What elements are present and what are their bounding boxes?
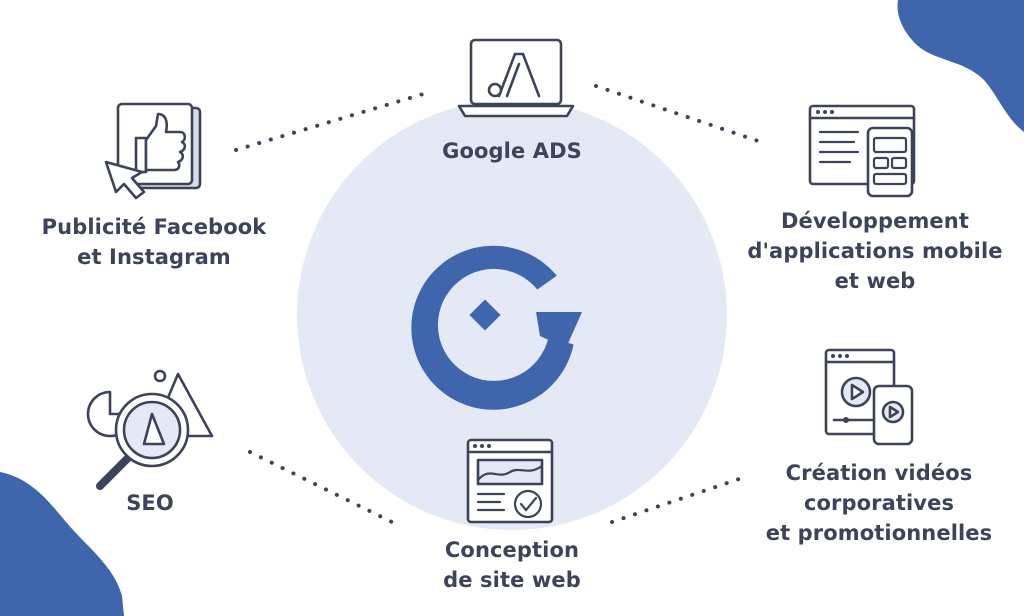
- logo-g-icon: [411, 245, 582, 410]
- connector-website-video: [610, 476, 744, 524]
- website-line-1: Conception: [444, 538, 580, 562]
- video-label: Création vidéos corporatives et promotio…: [744, 458, 1014, 548]
- apps-line-3: et web: [834, 269, 916, 293]
- website-line-2: de site web: [443, 568, 581, 592]
- facebook-label: Publicité Facebook et Instagram: [36, 212, 272, 272]
- video-line-1: Création vidéos: [785, 461, 973, 485]
- magnifier-chart-icon: [86, 369, 214, 490]
- apps-label: Développement d'applications mobile et w…: [740, 206, 1010, 296]
- seo-line-1: SEO: [126, 491, 174, 515]
- video-play-devices-icon: [824, 348, 914, 446]
- connector-facebook-google: [234, 90, 432, 152]
- facebook-line-2: et Instagram: [77, 245, 231, 269]
- facebook-line-1: Publicité Facebook: [41, 215, 267, 239]
- google-ads-line-1: Google ADS: [442, 139, 582, 163]
- website-label: Conception de site web: [420, 535, 604, 595]
- apps-line-2: d'applications mobile: [747, 239, 1003, 263]
- video-line-2: corporatives: [803, 491, 955, 515]
- thumbs-up-click-icon: [104, 102, 202, 200]
- center-circle: [297, 100, 727, 530]
- google-ads-label: Google ADS: [432, 136, 592, 166]
- apps-line-1: Développement: [781, 209, 969, 233]
- video-line-3: et promotionnelles: [765, 521, 993, 545]
- google-ads-laptop-icon: [457, 38, 575, 118]
- browser-mobile-icon: [808, 104, 916, 198]
- top-right-blob: [897, 0, 1024, 132]
- website-design-icon: [466, 438, 554, 524]
- bottom-left-blob: [0, 472, 124, 616]
- seo-label: SEO: [110, 488, 190, 518]
